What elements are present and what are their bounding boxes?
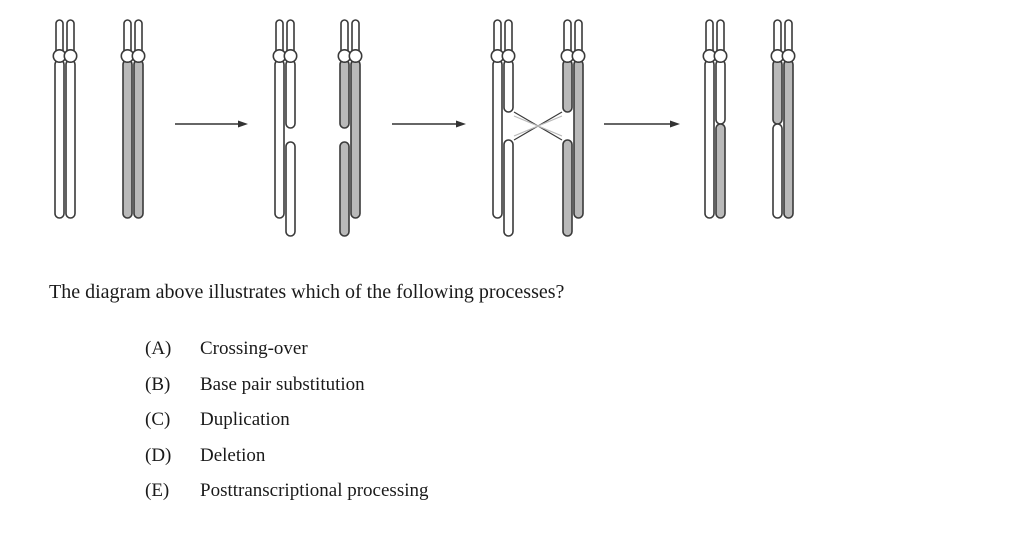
stage2-gray-chromosome-chromatid-1-seg-1: [339, 59, 350, 129]
arrow-icon-3-head: [670, 120, 680, 128]
arrow-icon-1-head: [238, 120, 248, 128]
option-c-letter: (C): [145, 409, 171, 430]
option-a-text: Crossing-over: [200, 338, 308, 359]
stage4-recombined-chromosome-2-chromatid-1-seg-1: [772, 59, 783, 125]
stage4-recombined-chromosome-2-chromatid-1-seg-2: [772, 123, 783, 219]
stage4-recombined-chromosome-2-chromatid-2-centromere: [781, 48, 796, 63]
stage4-recombined-chromosome-2-chromatid-2-seg-1: [783, 59, 794, 219]
stage3-gray-chromosome-chromatid-2-centromere: [571, 48, 586, 63]
option-c-text: Duplication: [200, 409, 290, 430]
option-b-text: Base pair substitution: [200, 373, 365, 395]
option-d[interactable]: (D) Deletion: [145, 443, 429, 479]
option-a[interactable]: (A) Crossing-over: [145, 336, 429, 372]
question-text: The diagram above illustrates which of t…: [49, 281, 565, 303]
stage2-white-chromosome-chromatid-2-seg-1: [285, 59, 296, 129]
option-d-text: Deletion: [200, 444, 266, 466]
stage2-gray-chromosome: [337, 19, 363, 237]
option-c[interactable]: (C) Duplication: [145, 407, 429, 443]
stage3-white-chromosome: [490, 19, 516, 237]
stage3-gray-chromosome-chromatid-2-seg-1: [573, 59, 584, 219]
stage4-recombined-chromosome-1-chromatid-2-seg-2: [715, 123, 726, 219]
option-b-letter: (B): [145, 373, 171, 395]
stage1-white-chromosome-chromatid-2-seg-1: [65, 59, 76, 219]
stage2-gray-chromosome-chromatid-2-seg-1: [350, 59, 361, 219]
stage4-recombined-chromosome-1-chromatid-1-seg-1: [704, 59, 715, 219]
crossover-line-4: [513, 115, 563, 137]
stage1-white-chromosome-chromatid-1-seg-1: [54, 59, 65, 219]
stage1-gray-chromosome: [120, 19, 146, 219]
option-b[interactable]: (B) Base pair substitution: [145, 372, 429, 408]
arrow-icon-3: [604, 120, 680, 128]
option-a-letter: (A): [145, 338, 172, 359]
arrow-icon-1: [175, 120, 248, 128]
stage1-gray-chromosome-chromatid-2-centromere: [131, 48, 146, 63]
stage3-crossover-lines: [513, 111, 563, 141]
option-e-letter: (E): [145, 480, 170, 501]
stage2-white-chromosome-chromatid-1-seg-1: [274, 59, 285, 219]
stage3-gray-chromosome: [560, 19, 586, 237]
crossing-over-diagram: [52, 19, 796, 237]
arrow-icon-2: [392, 120, 466, 128]
stage2-gray-chromosome-chromatid-1-seg-2: [339, 141, 350, 237]
stage4-recombined-chromosome-1-chromatid-2-centromere: [713, 48, 728, 63]
answer-options: (A) Crossing-over (B) Base pair substitu…: [145, 336, 429, 514]
stage2-white-chromosome: [272, 19, 298, 237]
stage2-gray-chromosome-chromatid-2-centromere: [348, 48, 363, 63]
stage1-gray-chromosome-chromatid-1-seg-1: [122, 59, 133, 219]
stage3-white-chromosome-chromatid-2-seg-1: [503, 59, 514, 113]
stage2-white-chromosome-chromatid-2-centromere: [283, 48, 298, 63]
option-e-text: Posttranscriptional processing: [200, 480, 429, 501]
stage3-white-chromosome-chromatid-1-seg-1: [492, 59, 503, 219]
stage3-gray-chromosome-chromatid-1-seg-2: [562, 139, 573, 237]
stage4-recombined-chromosome-1-chromatid-2-seg-1: [715, 59, 726, 125]
stage3-white-chromosome-chromatid-2-seg-2: [503, 139, 514, 237]
arrow-icon-2-head: [456, 120, 466, 128]
stage1-white-chromosome: [52, 19, 78, 219]
option-d-letter: (D): [145, 444, 172, 466]
stage3-white-chromosome-chromatid-2-centromere: [501, 48, 516, 63]
stage1-white-chromosome-chromatid-2-centromere: [63, 48, 78, 63]
stage4-recombined-chromosome-1: [702, 19, 728, 219]
option-e[interactable]: (E) Posttranscriptional processing: [145, 478, 429, 514]
stage2-white-chromosome-chromatid-2-seg-2: [285, 141, 296, 237]
stage4-recombined-chromosome-2: [770, 19, 796, 219]
stage1-gray-chromosome-chromatid-2-seg-1: [133, 59, 144, 219]
stage3-gray-chromosome-chromatid-1-seg-1: [562, 59, 573, 113]
